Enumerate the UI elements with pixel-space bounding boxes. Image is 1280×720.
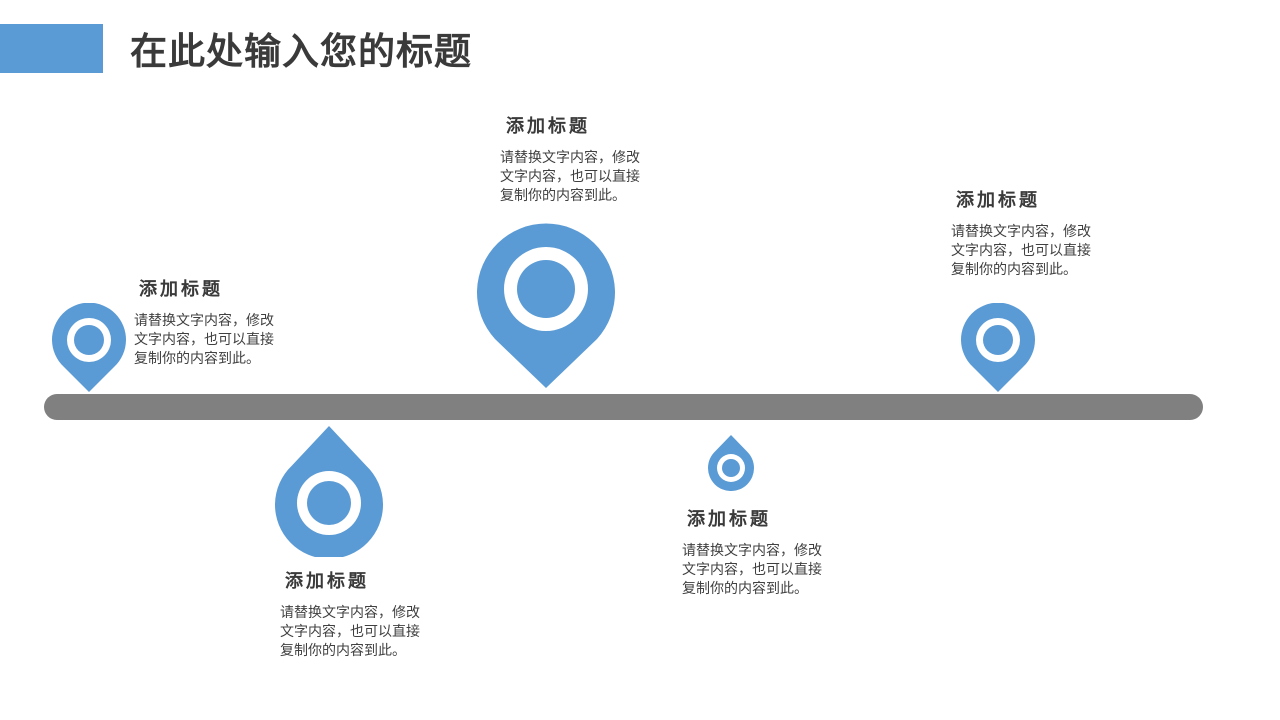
- map-pin-icon: [961, 303, 1035, 392]
- item-body: 请替换文字内容，修改 文字内容，也可以直接 复制你的内容到此。: [280, 605, 420, 659]
- map-pin-icon: [708, 435, 754, 491]
- item-body: 请替换文字内容，修改 文字内容，也可以直接 复制你的内容到此。: [682, 543, 822, 597]
- item-heading: 添加标题: [285, 571, 369, 592]
- page-title: 在此处输入您的标题: [130, 30, 472, 73]
- map-pin-icon: [275, 426, 383, 557]
- timeline-item-1: 添加标题 请替换文字内容，修改 文字内容，也可以直接 复制你的内容到此。: [134, 278, 314, 369]
- item-heading: 添加标题: [956, 190, 1040, 211]
- item-heading: 添加标题: [139, 279, 223, 300]
- timeline-item-3: 添加标题 请替换文字内容，修改 文字内容，也可以直接 复制你的内容到此。: [500, 115, 680, 206]
- item-heading: 添加标题: [506, 116, 590, 137]
- map-pin-icon: [52, 303, 126, 392]
- item-body: 请替换文字内容，修改 文字内容，也可以直接 复制你的内容到此。: [134, 313, 274, 367]
- timeline-item-2: 添加标题 请替换文字内容，修改 文字内容，也可以直接 复制你的内容到此。: [280, 570, 460, 661]
- item-heading: 添加标题: [687, 509, 771, 530]
- item-body: 请替换文字内容，修改 文字内容，也可以直接 复制你的内容到此。: [500, 150, 640, 204]
- map-pin-icon: [477, 222, 615, 388]
- timeline-item-5: 添加标题 请替换文字内容，修改 文字内容，也可以直接 复制你的内容到此。: [951, 189, 1131, 280]
- item-body: 请替换文字内容，修改 文字内容，也可以直接 复制你的内容到此。: [951, 224, 1091, 278]
- timeline-item-4: 添加标题 请替换文字内容，修改 文字内容，也可以直接 复制你的内容到此。: [682, 508, 862, 599]
- timeline-bar: [44, 394, 1203, 420]
- title-accent-bar: [0, 24, 103, 73]
